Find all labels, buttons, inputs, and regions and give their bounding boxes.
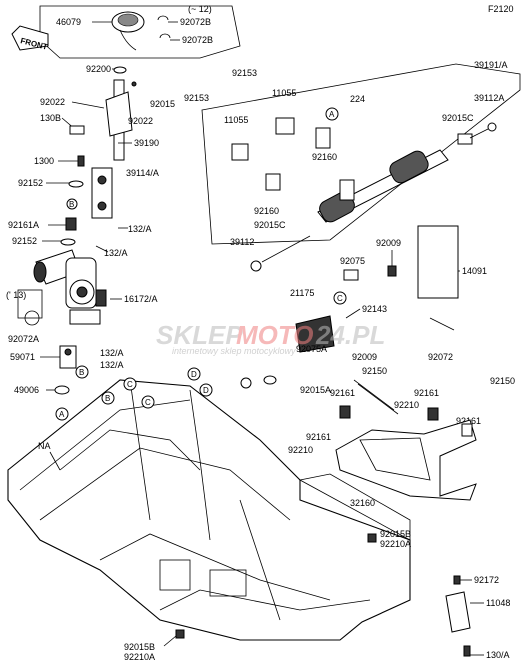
svg-text:D: D xyxy=(191,370,197,379)
suspension-arm-group: 92150 92150 92161 92161 92210 92161 9216… xyxy=(288,366,515,508)
suspension-a-arm xyxy=(335,419,477,501)
mid-parts: 92009 92075 14091 C 21175 92143 92075A 9… xyxy=(240,225,487,395)
part-14091: 14091 xyxy=(462,266,487,276)
part-92161-d: 92161 xyxy=(306,432,331,442)
part-130B: 130B xyxy=(40,113,61,123)
figure-code: F2120 xyxy=(488,4,514,14)
steering-rack-group: 39191/A 92153 11055 224 92153 11055 3911… xyxy=(184,60,521,272)
svg-text:D: D xyxy=(203,386,209,395)
svg-text:A: A xyxy=(59,410,65,419)
part-92009-a: 92009 xyxy=(376,238,401,248)
part-92200: 92200 xyxy=(86,64,111,74)
part-92015B-a: 92015B xyxy=(380,529,411,539)
part-92153-a: 92153 xyxy=(232,68,257,78)
clip-92072A xyxy=(24,310,40,326)
universal-joint xyxy=(91,167,113,219)
part-92153-b: 92153 xyxy=(184,93,209,103)
note-from-13: (' 13) xyxy=(6,290,26,300)
part-39190: 39190 xyxy=(134,138,159,148)
part-92143: 92143 xyxy=(362,304,387,314)
part-92072: 92072 xyxy=(428,352,453,362)
part-16172A: 16172/A xyxy=(124,294,158,304)
pitman-joint xyxy=(59,345,77,369)
part-92161-a: 92161 xyxy=(330,388,355,398)
part-49006: 49006 xyxy=(14,385,39,395)
svg-text:A: A xyxy=(329,110,335,119)
part-92160-a: 92160 xyxy=(312,152,337,162)
part-11048: 11048 xyxy=(486,598,510,608)
svg-text:B: B xyxy=(79,368,84,377)
part-92210A-a: 92210A xyxy=(380,539,411,549)
main-frame: B C D B C D NA xyxy=(7,365,411,641)
svg-text:C: C xyxy=(145,398,151,407)
part-92150-a: 92150 xyxy=(362,366,387,376)
watermark-tagline: internetowy sklep motocyklowy xyxy=(172,346,296,356)
bracket-11048 xyxy=(445,591,471,633)
part-11055-b: 11055 xyxy=(224,115,248,125)
part-39112: 39112 xyxy=(230,237,254,247)
part-92172: 92172 xyxy=(474,575,499,585)
part-92009-b: 92009 xyxy=(352,352,377,362)
watermark-brand-c: 24.PL xyxy=(315,320,385,350)
part-92015C-b: 92015C xyxy=(254,220,286,230)
part-92015C-a: 92015C xyxy=(442,113,474,123)
part-92072B-1: 92072B xyxy=(180,17,211,27)
svg-text:B: B xyxy=(69,200,74,209)
note-until-12: (~ 12) xyxy=(188,4,212,14)
part-92152-b: 92152 xyxy=(12,236,37,246)
part-132A-b: 132/A xyxy=(104,248,128,258)
part-92210-b: 92210 xyxy=(288,445,313,455)
front-arrow-icon: FRONT xyxy=(11,25,49,52)
part-11055-a: 11055 xyxy=(272,88,296,98)
part-92015A: 92015A xyxy=(300,385,331,395)
svg-text:C: C xyxy=(127,380,133,389)
watermark-brand-b: MOTO xyxy=(236,320,314,350)
part-39112A: 39112A xyxy=(474,93,504,103)
part-92152-a: 92152 xyxy=(18,178,43,188)
watermark: SKLEP MOTO 24.PL internetowy sklep motoc… xyxy=(156,320,385,356)
part-92210-a: 92210 xyxy=(394,400,419,410)
part-92072B-2: 92072B xyxy=(182,35,213,45)
bottom-right-parts: 92015B 92210A 92172 11048 92015B 92210A … xyxy=(124,529,510,662)
part-92075: 92075 xyxy=(340,256,365,266)
svg-text:C: C xyxy=(337,294,343,303)
part-92150-b: 92150 xyxy=(490,376,515,386)
part-39114A: 39114/A xyxy=(126,168,159,178)
part-59071: 59071 xyxy=(10,352,35,362)
svg-text:B: B xyxy=(105,394,110,403)
part-92022-b: 92022 xyxy=(128,116,153,126)
part-46079: 46079 xyxy=(56,17,81,27)
part-92075A: 92075A xyxy=(296,344,327,354)
part-92160-b: 92160 xyxy=(254,206,279,216)
part-130A: 130/A xyxy=(486,650,510,660)
part-1300: 1300 xyxy=(34,156,54,166)
part-92072A: 92072A xyxy=(8,334,39,344)
part-92015-a: 92015 xyxy=(150,99,175,109)
part-21175: 21175 xyxy=(290,288,314,298)
part-132A-a: 132/A xyxy=(128,224,152,234)
part-92022-a: 92022 xyxy=(40,97,65,107)
part-92161A: 92161A xyxy=(8,220,39,230)
watermark-brand-a: SKLEP xyxy=(156,320,243,350)
power-steering-unit xyxy=(33,249,107,325)
part-92015B-b: 92015B xyxy=(124,642,155,652)
part-132A-c: 132/A xyxy=(100,348,124,358)
part-39191A: 39191/A xyxy=(474,60,508,70)
part-32160: 32160 xyxy=(350,498,375,508)
battery-14091 xyxy=(417,225,459,299)
part-132A-d: 132/A xyxy=(100,360,124,370)
part-224: 224 xyxy=(350,94,365,104)
steering-column: 92200 92015 92022 92022 130B 39190 1300 … xyxy=(6,64,175,421)
inset-box-46079: FRONT 46079 (~ 12) 92072B 92072B xyxy=(11,4,241,59)
part-NA: NA xyxy=(38,441,51,451)
part-92210A-b: 92210A xyxy=(124,652,155,662)
part-92161-b: 92161 xyxy=(414,388,439,398)
